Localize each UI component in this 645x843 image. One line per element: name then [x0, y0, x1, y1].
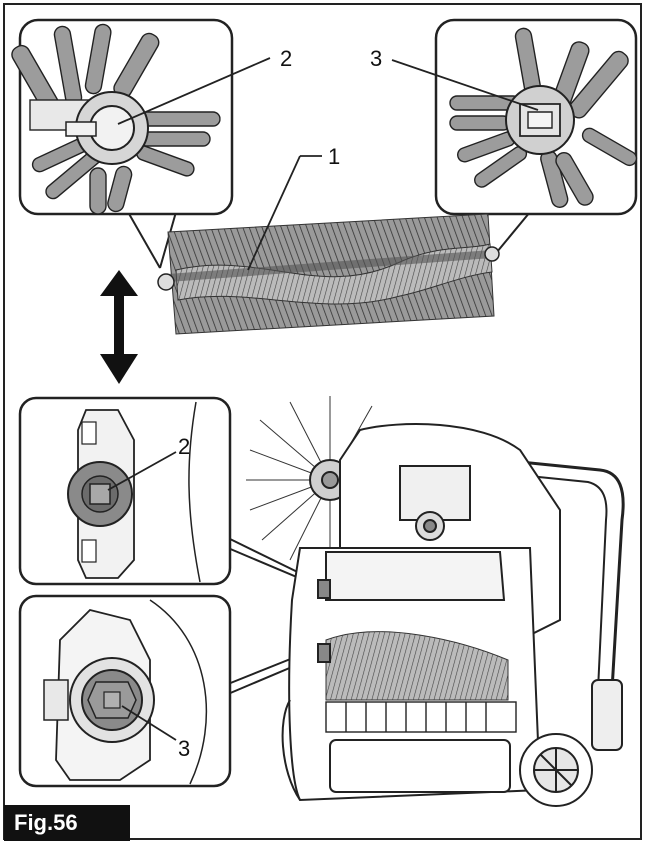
figure-frame [3, 3, 642, 840]
inset-top-left [9, 18, 271, 269]
brush-roller [157, 155, 500, 335]
inset-middle [18, 396, 319, 587]
callout-label-top-right: 3 [370, 46, 382, 71]
figure-caption: Fig.56 [4, 805, 130, 841]
double-arrow [100, 270, 138, 384]
callout-label-brush: 1 [328, 144, 340, 169]
inset-top-right [391, 18, 638, 259]
callout-label-inset-bottom: 3 [178, 736, 190, 761]
callout-label-inset-middle: 2 [178, 434, 190, 459]
callout-label-top-left: 2 [280, 46, 292, 71]
inset-bottom [18, 594, 319, 788]
sweeper-machine [246, 396, 625, 807]
